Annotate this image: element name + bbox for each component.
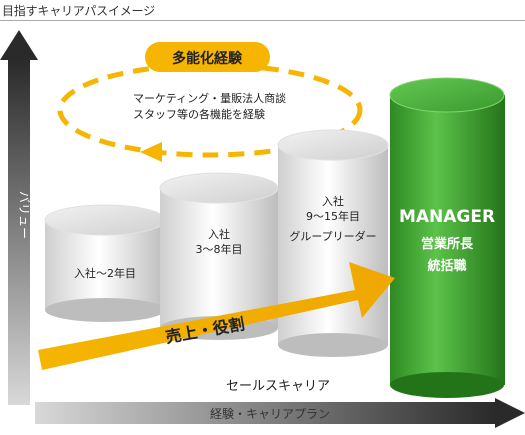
page-title: 目指すキャリアパスイメージ — [2, 4, 155, 18]
multi-skill-cycle — [57, 62, 363, 162]
y-axis-label: バリュー — [17, 191, 31, 239]
sales-career-label: セールスキャリア — [226, 379, 330, 394]
stage-3-line-3: グループリーダー — [289, 229, 376, 243]
manager-line-1: 営業所長 — [421, 236, 474, 252]
stage-cylinder-3 — [277, 129, 389, 357]
manager-title: MANAGER — [399, 207, 495, 227]
y-axis-arrow — [0, 30, 38, 405]
stage-2-line-1: 入社 — [208, 227, 230, 241]
cycle-arrowhead-icon — [140, 142, 162, 162]
stage-3-line-1: 入社 — [322, 194, 344, 208]
stage-cylinder-1 — [44, 204, 166, 322]
stage-3-line-2: 9〜15年目 — [306, 209, 360, 223]
multi-skill-line-2: スタッフ等の各機能を経験 — [133, 107, 265, 121]
stage-2-line-2: 3〜8年目 — [196, 242, 243, 256]
x-axis-label: 経験・キャリアプラン — [210, 406, 330, 421]
multi-skill-line-1: マーケティング・量販法人商談 — [133, 91, 286, 105]
title-divider — [0, 20, 525, 21]
stage-1-line-1: 入社〜2年目 — [74, 266, 136, 280]
multi-skill-badge-label: 多能化経験 — [172, 50, 243, 67]
manager-line-2: 統括職 — [427, 258, 466, 274]
growth-arrow — [38, 262, 395, 370]
x-axis-arrow — [35, 398, 525, 428]
manager-cylinder — [389, 77, 505, 398]
multi-skill-badge — [145, 42, 270, 72]
